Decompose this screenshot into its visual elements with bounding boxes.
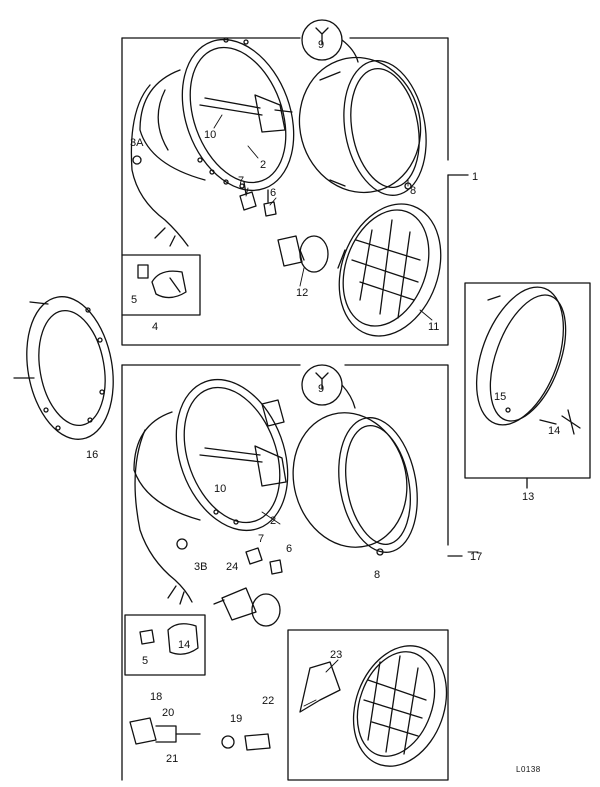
callout-9-lower: 9 <box>318 383 324 395</box>
callout-7-lower: 7 <box>258 533 264 545</box>
callout-14-lower: 14 <box>178 639 190 651</box>
sealed-beam-box-22 <box>287 629 449 781</box>
callout-10-upper: 10 <box>204 129 216 141</box>
callout-12: 12 <box>296 287 308 299</box>
callout-2-upper: 2 <box>260 159 266 171</box>
callout-3a: 3A <box>130 137 144 149</box>
callout-6-upper: 6 <box>270 187 276 199</box>
upper-adjust-screw <box>301 19 359 63</box>
lower-wire-harness <box>134 429 193 605</box>
upper-sealed-beam-unit <box>337 203 442 337</box>
callout-5-upper: 5 <box>131 294 137 306</box>
callout-23: 23 <box>330 649 342 661</box>
callout-10-lower: 10 <box>214 483 226 495</box>
callout-13: 13 <box>522 491 534 503</box>
callout-8-lower: 8 <box>374 569 380 581</box>
upper-assembly-frame <box>121 37 469 346</box>
lower-small-parts <box>129 717 271 751</box>
upper-wire-harness <box>130 84 189 247</box>
side-rim-box <box>464 282 591 489</box>
callout-14-side: 14 <box>548 425 560 437</box>
callout-20: 20 <box>162 707 174 719</box>
callout-4: 4 <box>152 321 158 333</box>
callout-11: 11 <box>428 321 439 333</box>
callout-21: 21 <box>166 753 178 765</box>
drawing-code: L0138 <box>516 765 541 774</box>
callout-17: 17 <box>470 551 482 563</box>
callout-3b: 3B <box>194 561 207 573</box>
lower-assembly-frame <box>121 364 463 781</box>
callout-19: 19 <box>230 713 242 725</box>
callout-16: 16 <box>86 449 98 461</box>
callout-6-lower: 6 <box>286 543 292 555</box>
upper-bulb <box>277 235 329 273</box>
callout-18: 18 <box>150 691 162 703</box>
connector-box-4 <box>121 254 201 316</box>
callout-22: 22 <box>262 695 274 707</box>
lower-adjust-screw <box>301 364 356 409</box>
callout-2-lower: 2 <box>270 515 276 527</box>
upper-lamp-rim <box>298 56 427 196</box>
callout-5-lower: 5 <box>142 655 148 667</box>
callout-9-upper: 9 <box>318 39 324 51</box>
lower-lamp-rim <box>292 412 418 556</box>
lower-bulb-holder <box>213 587 281 627</box>
mounting-ring <box>13 296 114 440</box>
callout-7-upper: 7 <box>238 175 244 187</box>
connector-box-18 <box>124 614 206 676</box>
callout-8-upper: 8 <box>410 185 416 197</box>
callout-1: 1 <box>472 171 478 183</box>
upper-small-clips <box>239 181 277 217</box>
callout-15: 15 <box>494 391 506 403</box>
leader-lines <box>213 114 479 707</box>
lower-headlamp-shell <box>133 378 289 532</box>
callout-24: 24 <box>226 561 238 573</box>
upper-headlamp-shell <box>139 37 295 192</box>
lower-small-clips <box>245 547 283 575</box>
callout-labels: 1 9 10 2 3A 7 6 8 5 4 12 11 15 14 13 16 … <box>86 39 560 774</box>
